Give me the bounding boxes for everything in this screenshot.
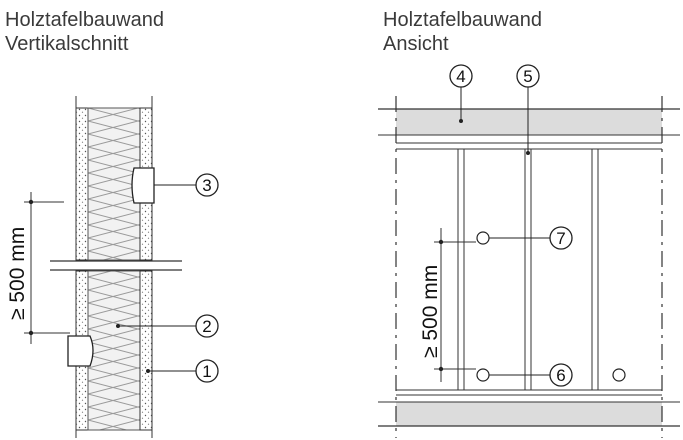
right-dimension-label: ≥ 500 mm	[419, 265, 442, 358]
callout-7: 7	[556, 229, 565, 248]
left-insulation-lower	[87, 270, 141, 431]
left-title-line2: Vertikalschnitt	[5, 33, 129, 55]
left-outer-board-upper	[75, 107, 89, 261]
socket-box-lower-icon	[67, 335, 94, 367]
callout-1: 1	[202, 362, 211, 381]
right-elevation-drawing: ≥ 500 mm 4 5 7 6	[378, 64, 680, 438]
socket-lower-icon	[476, 368, 490, 382]
socket-right-icon	[612, 368, 626, 382]
socket-box-icon	[131, 167, 155, 204]
top-beam	[396, 109, 662, 135]
bottom-beam	[396, 402, 662, 426]
callout-4: 4	[456, 67, 465, 86]
callout-2: 2	[202, 317, 211, 336]
right-view-title: Holztafelbauwand Ansicht	[383, 8, 542, 56]
callout-5: 5	[523, 67, 532, 86]
left-dimension-label: ≥ 500 mm	[6, 227, 29, 320]
callout-6: 6	[556, 366, 565, 385]
callout-3: 3	[202, 176, 211, 195]
left-title-line1: Holztafelbauwand	[5, 9, 164, 31]
left-view-title: Holztafelbauwand Vertikalschnitt	[5, 8, 164, 56]
socket-upper-icon	[476, 231, 490, 245]
right-title-line2: Ansicht	[383, 33, 449, 55]
left-inner-board-lower	[139, 270, 153, 431]
right-title-line1: Holztafelbauwand	[383, 9, 542, 31]
left-section-drawing: ≥ 500 mm 3 2 1	[6, 96, 219, 438]
